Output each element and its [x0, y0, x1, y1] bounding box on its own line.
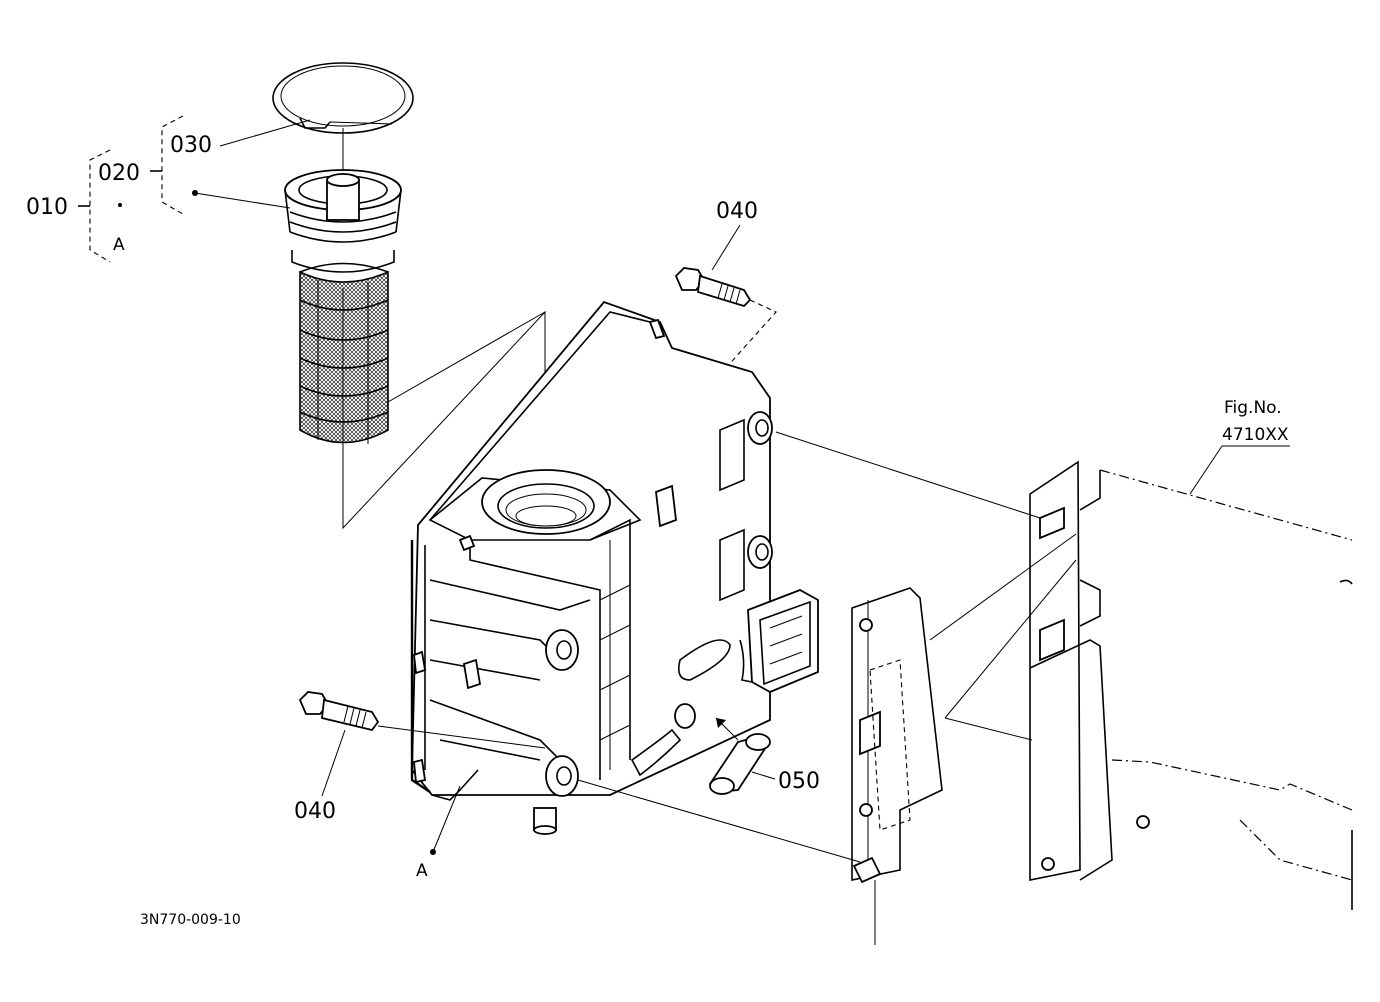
part-bracket-group	[78, 115, 311, 263]
label-ref-a-upper: A	[113, 235, 125, 255]
fig-ref-leader	[1189, 445, 1223, 495]
fig-ref-number: 4710XX	[1222, 425, 1289, 445]
leader-ref-a	[432, 785, 461, 853]
mounting-bracket	[851, 587, 943, 884]
label-040-bottom: 040	[294, 799, 336, 824]
bolt-bottom-path	[377, 725, 546, 749]
leader-040-bottom	[321, 729, 346, 797]
collar-050	[708, 733, 771, 795]
bolt-040-top	[674, 267, 752, 308]
leader-050	[751, 771, 776, 780]
leader-040-top	[711, 224, 741, 271]
arrow-050	[716, 718, 726, 728]
label-050: 050	[778, 769, 820, 794]
fig-ref-title: Fig.No.	[1224, 398, 1282, 418]
guide-bracket-frame-2	[929, 533, 1077, 641]
strainer-element-020	[284, 169, 402, 450]
guide-bracket-frame	[944, 559, 1077, 741]
label-020: 020	[98, 161, 140, 186]
label-ref-a-lower: A	[416, 861, 428, 881]
filter-housing	[410, 300, 819, 835]
snap-ring-030	[272, 62, 414, 134]
frame-side-plate	[1029, 460, 1353, 910]
guide-bolt-bottom	[577, 779, 861, 863]
label-030: 030	[170, 133, 212, 158]
guide-bolt-top	[775, 431, 1041, 519]
drawing-code: 3N770-009-10	[140, 912, 241, 928]
bolt-040-bottom	[298, 691, 380, 732]
label-010: 010	[26, 195, 68, 220]
strainer-guide-line-2	[387, 311, 546, 403]
label-040-top: 040	[716, 199, 758, 224]
